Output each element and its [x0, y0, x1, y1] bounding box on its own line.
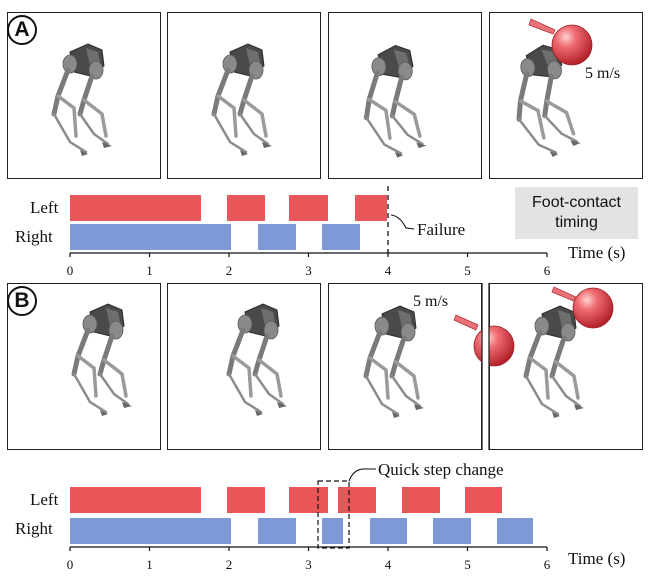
- panel-b-tick-3: 3: [305, 557, 312, 572]
- panel-b-left-contact-4: [337, 487, 377, 513]
- panel-a-tick-6: 6: [543, 263, 551, 278]
- panel-a-robot-1: [51, 43, 112, 156]
- panel-a-right-contact-2: [258, 224, 296, 250]
- panel-b-robot-3: [363, 305, 424, 418]
- panel-a-speed-label: 5 m/s: [585, 65, 621, 82]
- panel-b-right-contact-3: [322, 518, 343, 544]
- panel-b-ball-3-trail: [453, 314, 479, 331]
- panel-b-ball-3: [473, 325, 515, 367]
- panel-a-tick-1: 1: [146, 263, 153, 278]
- panel-b-left-contact-1: [70, 487, 202, 513]
- panel-b-frame-gap: [482, 283, 489, 450]
- panel-b-tick-2: 2: [225, 557, 233, 572]
- legend-line-1: Foot-contact: [532, 194, 621, 211]
- panel-a-right-contact-1: [70, 224, 232, 250]
- panel-b-xlabel: Time (s): [568, 549, 626, 568]
- panel-a-failure-label: Failure: [417, 220, 466, 239]
- panel-b-ball-4: [572, 287, 614, 329]
- panel-b-badge: B: [7, 286, 37, 316]
- quick-step-box: [317, 480, 350, 549]
- panel-a-row-right-label: Right: [15, 227, 53, 246]
- panel-a-ball-trail: [528, 18, 556, 35]
- panel-b-tick-5: 5: [464, 557, 471, 572]
- panel-b-row-right-label: Right: [15, 519, 53, 538]
- panel-a-badge: A: [7, 15, 37, 45]
- panel-a-right-contact-3: [322, 224, 361, 250]
- panel-a-row-left-label: Left: [30, 198, 59, 217]
- panel-b-left-contact-6: [465, 487, 503, 513]
- panel-a-xlabel: Time (s): [568, 243, 626, 262]
- panel-b-robot-1: [71, 303, 132, 416]
- panel-a-robot-3: [363, 44, 427, 158]
- panel-b-left-contact-2: [226, 487, 265, 513]
- legend-line-2: timing: [555, 214, 598, 231]
- panel-b-robot-2: [226, 303, 287, 416]
- panel-b-ball-4-trail: [551, 286, 579, 303]
- panel-b-row-left-label: Left: [30, 490, 59, 509]
- panel-b-tick-6: 6: [543, 557, 551, 572]
- panel-b-right-contact-5: [433, 518, 471, 544]
- panel-a-robot-4: [516, 44, 581, 157]
- panel-b-tick-0: 0: [66, 557, 74, 572]
- panel-b-robot-4: [523, 305, 584, 418]
- panel-b-right-contact-2: [258, 518, 296, 544]
- panel-b-tick-1: 1: [146, 557, 153, 572]
- panel-b-right-contact-6: [496, 518, 534, 544]
- panel-b-speed-label: 5 m/s: [413, 293, 449, 310]
- panel-b-right-contact-1: [70, 518, 232, 544]
- panel-a-ball: [551, 24, 593, 66]
- panel-a-left-contact-3: [289, 195, 328, 221]
- panel-a-tick-0: 0: [66, 263, 74, 278]
- panel-a-tick-2: 2: [225, 263, 233, 278]
- panel-b-annotation: Quick step change: [378, 460, 504, 479]
- panel-b-tick-4: 4: [384, 557, 392, 572]
- panel-a-tick-3: 3: [305, 263, 312, 278]
- panel-a-tick-5: 5: [464, 263, 471, 278]
- panel-a-left-contact-2: [226, 195, 265, 221]
- panel-b-right-contact-4: [369, 518, 408, 544]
- panel-a-tick-4: 4: [384, 263, 392, 278]
- panel-a-robot-2: [211, 43, 272, 156]
- panel-a-left-contact-4: [354, 195, 388, 221]
- quick-step-leader-line: [348, 468, 376, 482]
- panel-b-left-contact-3: [289, 487, 328, 513]
- foot-contact-legend: Foot-contact timing: [515, 187, 638, 239]
- panel-b-left-contact-5: [401, 487, 440, 513]
- panel-b-frame-2: [167, 283, 321, 450]
- panel-a-frame-3: [328, 12, 482, 179]
- panel-a-left-contact-1: [70, 195, 202, 221]
- failure-leader-line: [390, 214, 415, 230]
